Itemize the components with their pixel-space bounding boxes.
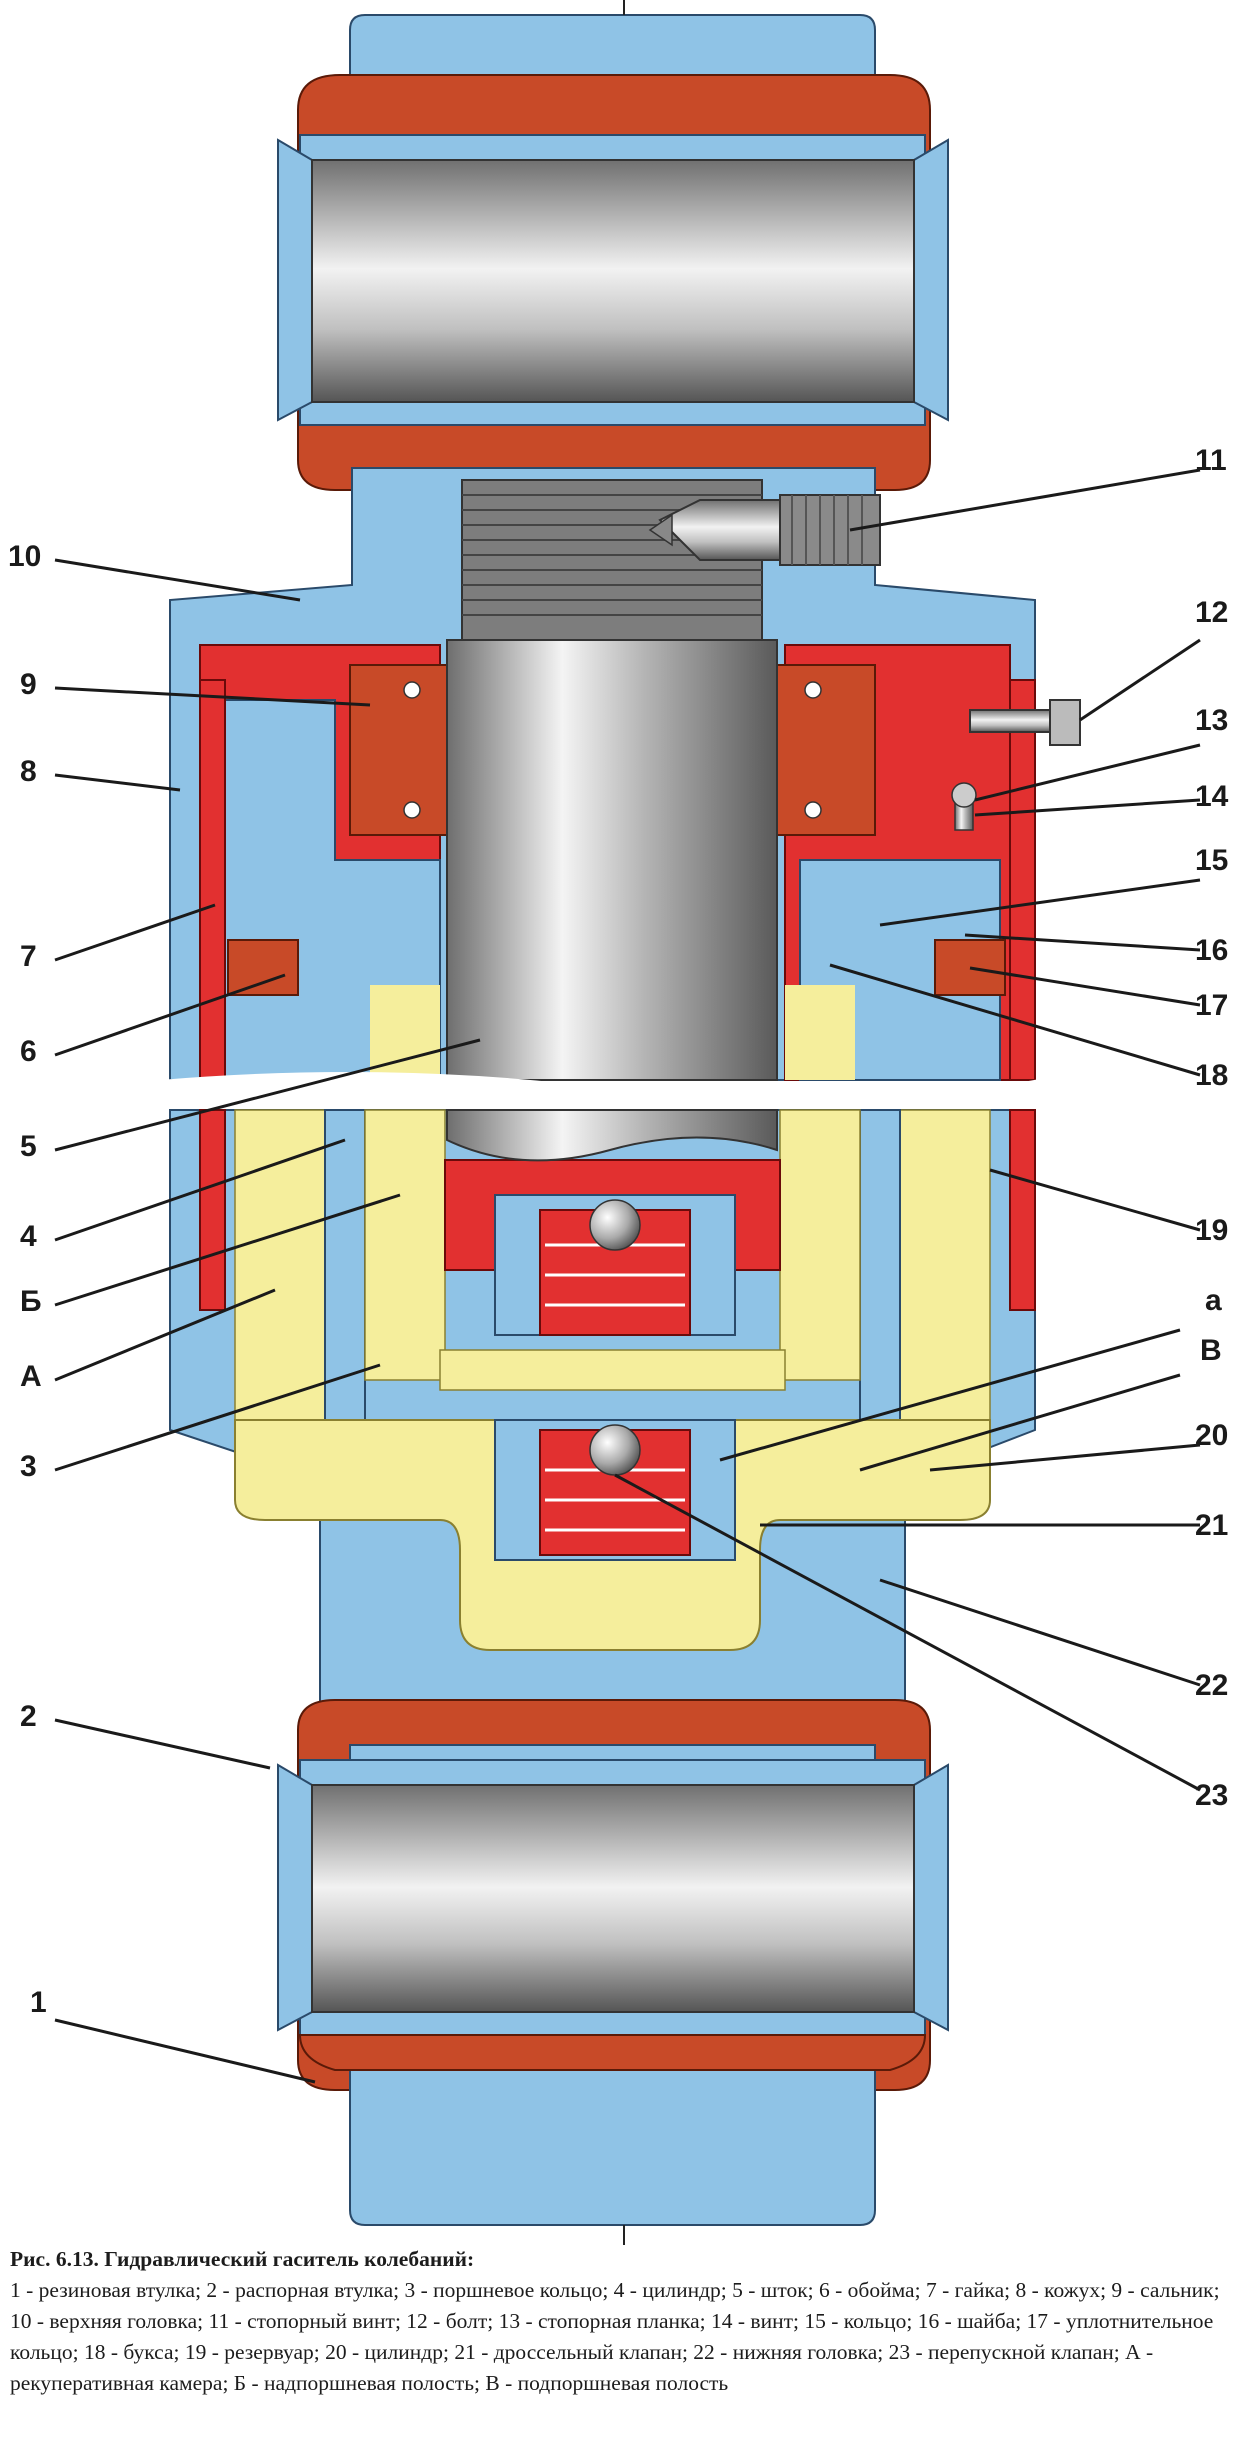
callout-10: 10 [8, 540, 41, 573]
lower-eye [277, 1699, 949, 2226]
callout-9: 9 [20, 668, 37, 701]
callout-22: 22 [1195, 1669, 1228, 1702]
callout-7: 7 [20, 940, 37, 973]
callout-V: В [1200, 1334, 1222, 1367]
callout-19: 19 [1195, 1214, 1228, 1247]
upper-eye [277, 14, 949, 491]
callout-18: 18 [1195, 1059, 1228, 1092]
lower-body [169, 1109, 1036, 1721]
callout-15: 15 [1195, 844, 1228, 877]
callout-4: 4 [20, 1220, 37, 1253]
callout-3: 3 [20, 1450, 37, 1483]
caption-legend: 1 - резиновая втулка; 2 - распорная втул… [10, 2278, 1220, 2395]
leader-lines [54, 468, 1201, 2084]
callout-8: 8 [20, 755, 37, 788]
callout-1: 1 [30, 1986, 47, 2019]
callout-B: Б [20, 1285, 42, 1318]
callout-14: 14 [1195, 780, 1229, 813]
callout-20: 20 [1195, 1419, 1228, 1452]
callout-17: 17 [1195, 989, 1228, 1022]
callout-11: 11 [1195, 444, 1227, 477]
callout-16: 16 [1195, 934, 1228, 967]
callout-13: 13 [1195, 704, 1228, 737]
callout-21: 21 [1195, 1509, 1228, 1542]
lower-spacer-sleeve [311, 1784, 915, 2013]
callout-5: 5 [20, 1130, 37, 1163]
piston-rod-upper [446, 639, 778, 1081]
callout-12: 12 [1195, 596, 1228, 629]
callout-2: 2 [20, 1700, 37, 1733]
callout-23: 23 [1195, 1779, 1228, 1812]
figure-caption: Рис. 6.13. Гидравлический гаситель колеб… [10, 2244, 1240, 2399]
callouts: 10 9 8 7 6 5 4 Б А 3 2 1 11 12 13 14 15 … [8, 444, 1229, 2019]
callout-6: 6 [20, 1035, 37, 1068]
caption-title: Рис. 6.13. Гидравлический гаситель колеб… [10, 2247, 475, 2271]
damper-diagram: 10 9 8 7 6 5 4 Б А 3 2 1 11 12 13 14 15 … [8, 0, 1229, 2245]
callout-a: а [1205, 1284, 1222, 1317]
callout-A: А [20, 1360, 42, 1393]
upper-spacer-sleeve [311, 159, 915, 403]
